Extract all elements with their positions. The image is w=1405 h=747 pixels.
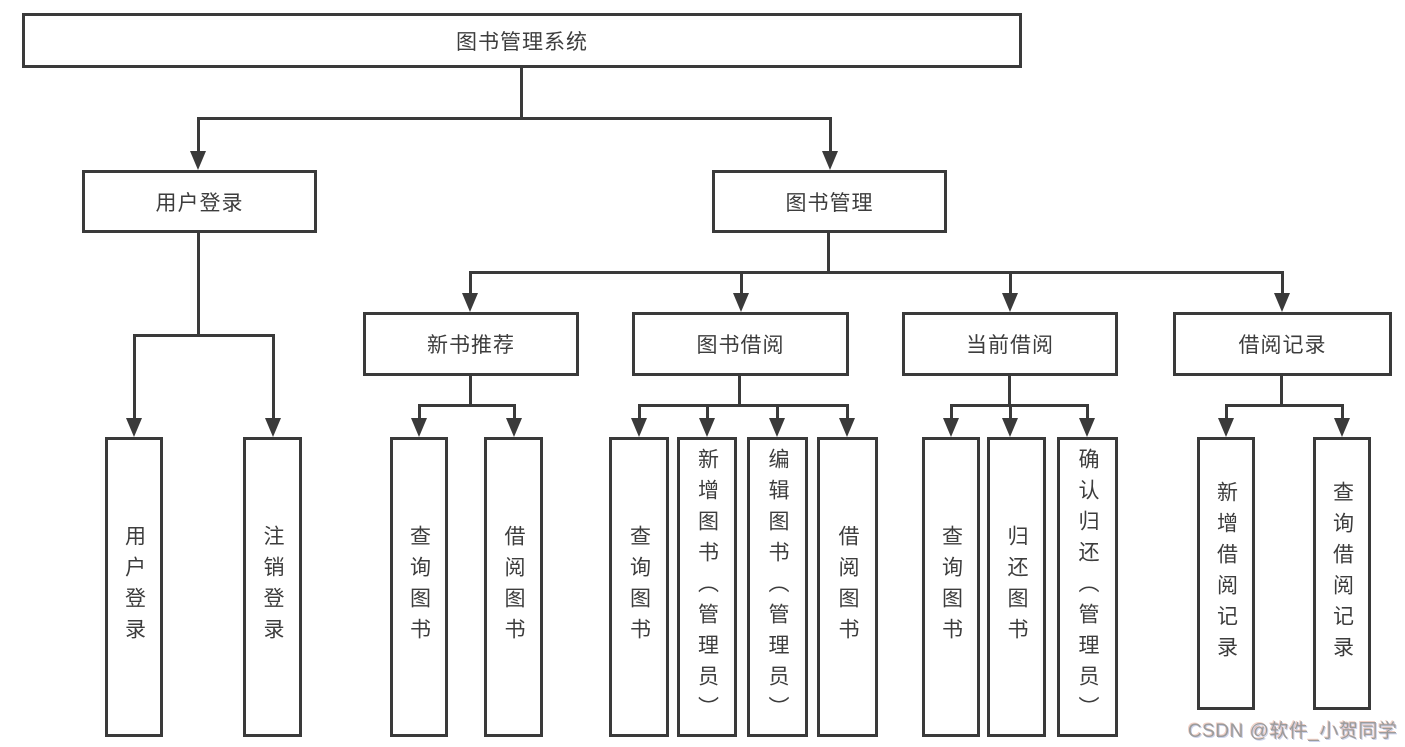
- node-label: 借阅记录: [1238, 334, 1327, 357]
- connector-line: [133, 334, 136, 419]
- node-query-books-current: 查询图书: [922, 437, 980, 737]
- connector-line: [1341, 404, 1344, 419]
- node-book-borrow: 图书借阅: [632, 312, 849, 376]
- arrow-down-icon: [699, 418, 715, 437]
- arrow-down-icon: [943, 418, 959, 437]
- node-label: 新增借阅记录: [1214, 480, 1238, 667]
- node-label: 用户登录: [155, 191, 244, 215]
- connector-line: [197, 117, 831, 120]
- node-label: 图书管理: [785, 191, 874, 215]
- connector-line: [520, 68, 523, 118]
- node-label: 查询图书: [407, 525, 431, 649]
- connector-line: [469, 376, 472, 406]
- node-label: 当前借阅: [966, 334, 1054, 357]
- arrow-down-icon: [1218, 418, 1234, 437]
- node-return-books: 归还图书: [987, 437, 1046, 737]
- connector-line: [740, 271, 743, 294]
- node-new-book-recommend: 新书推荐: [363, 312, 579, 376]
- connector-line: [950, 404, 1088, 407]
- node-label: 图书管理系统: [456, 30, 588, 54]
- arrow-down-icon: [769, 418, 785, 437]
- node-label: 图书借阅: [696, 334, 785, 357]
- connector-line: [950, 404, 953, 419]
- arrow-down-icon: [1274, 293, 1290, 312]
- arrow-down-icon: [462, 293, 478, 312]
- node-root: 图书管理系统: [22, 13, 1022, 68]
- arrow-down-icon: [1334, 418, 1350, 437]
- node-borrow-books-borrow: 借阅图书: [817, 437, 878, 737]
- connector-line: [418, 404, 516, 407]
- watermark: CSDN @软件_小贺同学: [1188, 721, 1398, 742]
- connector-line: [1225, 404, 1344, 407]
- connector-line: [706, 404, 709, 419]
- node-label: 查询图书: [627, 525, 651, 649]
- arrow-down-icon: [265, 418, 281, 437]
- arrow-down-icon: [190, 151, 206, 170]
- connector-line: [272, 334, 275, 419]
- connector-line: [638, 404, 849, 407]
- arrow-down-icon: [506, 418, 522, 437]
- node-label: 查询借阅记录: [1330, 480, 1354, 667]
- connector-line: [638, 404, 641, 419]
- arrow-down-icon: [1002, 418, 1018, 437]
- node-label: 用户登录: [122, 525, 146, 649]
- connector-line: [846, 404, 849, 419]
- connector-line: [1281, 271, 1284, 294]
- node-borrow-records: 借阅记录: [1173, 312, 1392, 376]
- node-label: 新书推荐: [427, 334, 515, 357]
- node-label: 借阅图书: [836, 525, 859, 649]
- node-label: 确认归还（管理员）: [1076, 447, 1099, 727]
- node-label: 借阅图书: [502, 525, 525, 649]
- node-label: 新增图书（管理员）: [695, 447, 719, 727]
- arrow-down-icon: [733, 293, 749, 312]
- connector-line: [1009, 271, 1012, 294]
- node-confirm-return-admin: 确认归还（管理员）: [1057, 437, 1118, 737]
- connector-line: [1008, 376, 1011, 406]
- arrow-down-icon: [822, 151, 838, 170]
- connector-line: [513, 404, 516, 419]
- connector-line: [1280, 376, 1283, 406]
- node-label: 编辑图书（管理员）: [766, 447, 789, 727]
- node-logout-action: 注销登录: [243, 437, 302, 737]
- arrow-down-icon: [1079, 418, 1095, 437]
- connector-line: [1009, 404, 1012, 419]
- node-edit-books-admin: 编辑图书（管理员）: [747, 437, 808, 737]
- node-query-borrow-record: 查询借阅记录: [1313, 437, 1371, 710]
- connector-line: [469, 271, 472, 294]
- connector-line: [469, 271, 1283, 274]
- connector-line: [829, 117, 832, 152]
- node-current-borrow: 当前借阅: [902, 312, 1118, 376]
- node-add-books-admin: 新增图书（管理员）: [677, 437, 737, 737]
- node-query-books-recommend: 查询图书: [390, 437, 448, 737]
- connector-line: [827, 233, 830, 273]
- node-query-books-borrow: 查询图书: [609, 437, 669, 737]
- node-label: 查询图书: [939, 525, 963, 649]
- arrow-down-icon: [126, 418, 142, 437]
- connector-line: [776, 404, 779, 419]
- connector-line: [197, 233, 200, 336]
- connector-line: [133, 334, 275, 337]
- arrow-down-icon: [631, 418, 647, 437]
- connector-line: [738, 376, 741, 406]
- connector-line: [1225, 404, 1228, 419]
- arrow-down-icon: [1002, 293, 1018, 312]
- node-label: 归还图书: [1005, 525, 1028, 649]
- node-label: 注销登录: [261, 525, 284, 649]
- connector-line: [1086, 404, 1089, 419]
- node-user-login: 用户登录: [82, 170, 317, 233]
- node-user-login-action: 用户登录: [105, 437, 163, 737]
- connector-line: [418, 404, 421, 419]
- arrow-down-icon: [411, 418, 427, 437]
- node-book-management: 图书管理: [712, 170, 947, 233]
- node-add-borrow-record: 新增借阅记录: [1197, 437, 1255, 710]
- node-borrow-books-recommend: 借阅图书: [484, 437, 543, 737]
- arrow-down-icon: [839, 418, 855, 437]
- connector-line: [197, 117, 200, 152]
